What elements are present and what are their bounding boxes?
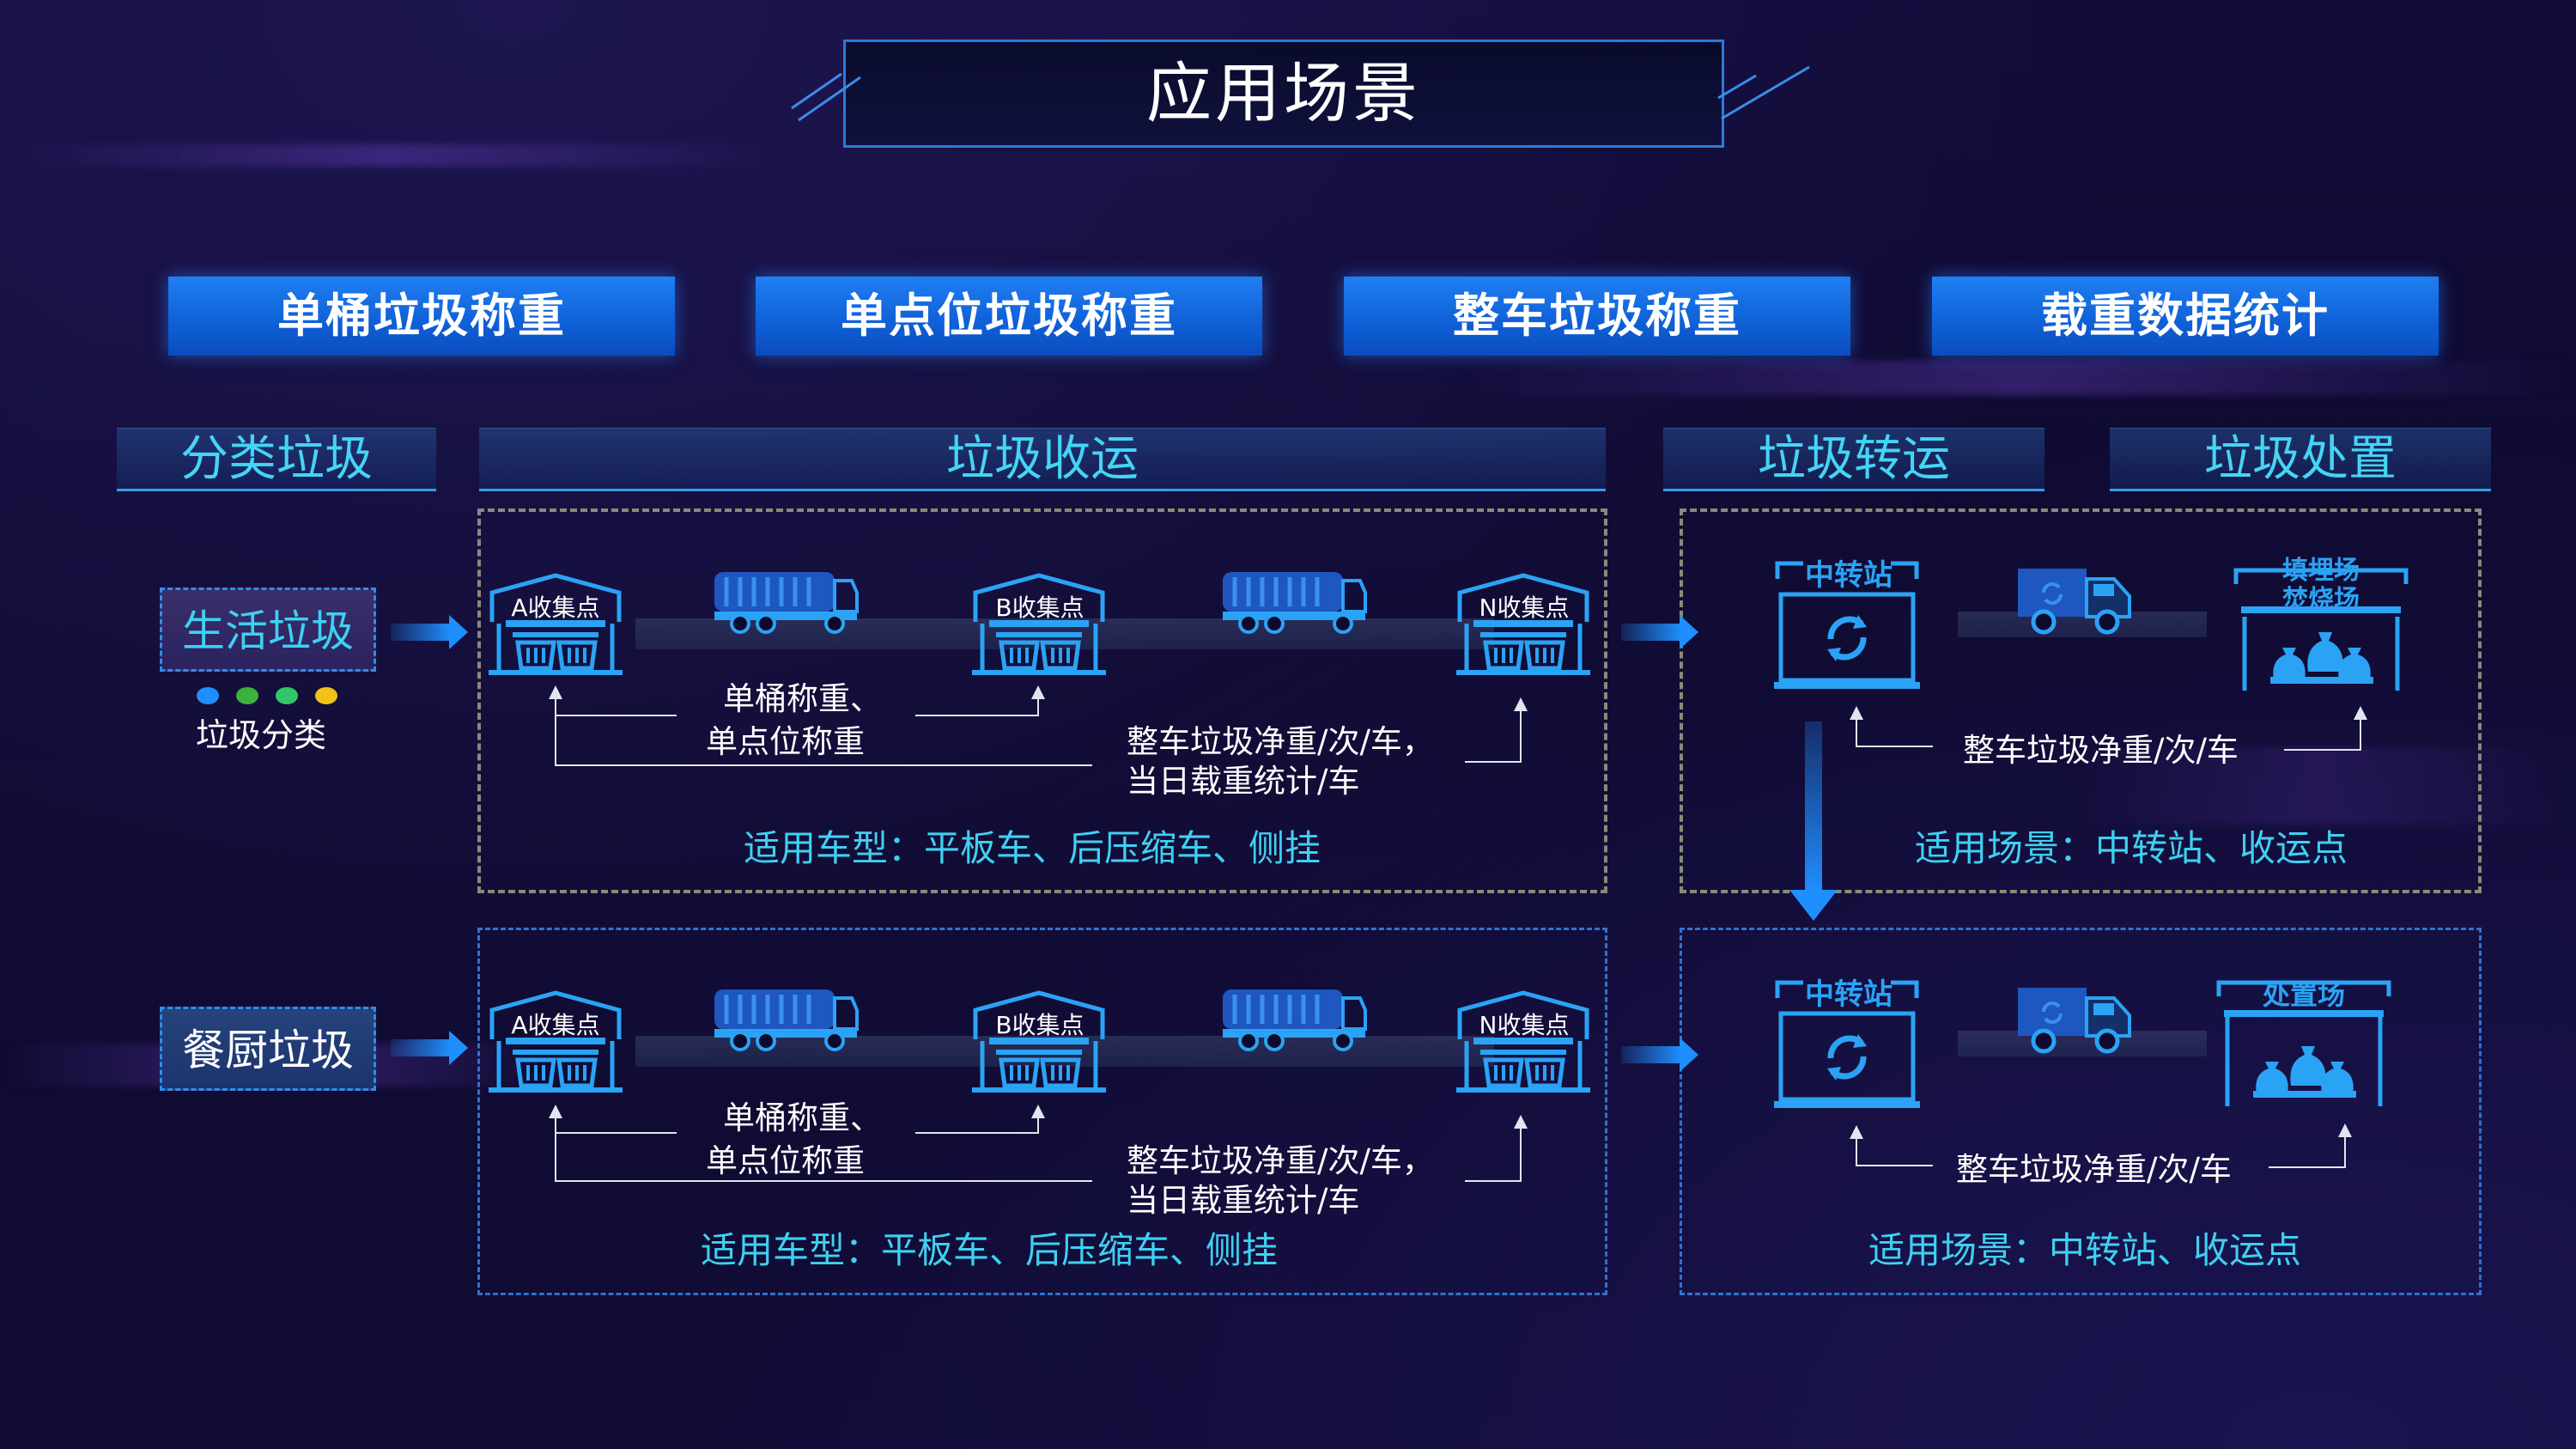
connector-line xyxy=(1465,1180,1522,1182)
section-header-transfer: 垃圾转运 xyxy=(1663,428,2044,491)
connector-line xyxy=(1037,1117,1039,1134)
collection-point-n-label: N收集点 xyxy=(1479,1011,1570,1039)
transfer-note: 整车垃圾净重/次/车 xyxy=(1963,732,2239,769)
collection-point-a-label: A收集点 xyxy=(511,1011,600,1039)
collection-point-b-label: B收集点 xyxy=(995,1011,1084,1039)
garbage-truck-icon xyxy=(714,989,862,1055)
connector-line xyxy=(555,1132,677,1134)
connector-line xyxy=(2344,1135,2346,1168)
dot-green-2 xyxy=(276,687,298,704)
title-deco-right xyxy=(1717,65,1810,120)
transfer-box-household xyxy=(1680,508,2482,893)
connector-arrow xyxy=(1850,706,1863,720)
connector-arrow xyxy=(1031,1105,1045,1118)
section-header-classify: 分类垃圾 xyxy=(117,428,436,491)
arrow-right-icon xyxy=(1621,615,1698,649)
collection-point-b-label: B收集点 xyxy=(995,594,1084,622)
truck-note-1: 整车垃圾净重/次/车， xyxy=(1127,723,1434,760)
connector-line xyxy=(2360,718,2361,751)
category-single-bin-weighing[interactable]: 单桶垃圾称重 xyxy=(168,277,675,356)
garbage-truck-icon xyxy=(1223,989,1370,1055)
label-classify-sub: 垃圾分类 xyxy=(196,716,327,754)
arrow-right-icon xyxy=(391,615,468,649)
bg-streak xyxy=(2061,747,2576,825)
connector-line xyxy=(1520,1127,1522,1182)
connector-arrow xyxy=(549,685,562,699)
connector-line xyxy=(555,697,556,766)
transfer-station-label: 中转站 xyxy=(1805,977,1893,1012)
garbage-truck-icon xyxy=(714,572,862,637)
arrow-right-icon xyxy=(391,1031,468,1065)
weigh-note-2: 单点位称重 xyxy=(706,723,865,760)
incinerator-label: 焚烧场 xyxy=(2282,585,2360,615)
connector-line xyxy=(1856,1137,1857,1166)
connector-arrow xyxy=(1850,1125,1863,1139)
connector-line xyxy=(555,1117,556,1182)
connector-line xyxy=(1856,746,1933,747)
truck-note-1: 整车垃圾净重/次/车， xyxy=(1127,1142,1434,1179)
collection-point-a-label: A收集点 xyxy=(511,594,600,622)
weigh-note-2: 单点位称重 xyxy=(706,1142,865,1179)
disposal-site-icon xyxy=(2216,980,2391,1106)
connector-line xyxy=(915,715,1037,716)
truck-note-2: 当日载重统计/车 xyxy=(1127,763,1360,800)
connector-line xyxy=(1856,718,1857,747)
transfer-note: 整车垃圾净重/次/车 xyxy=(1956,1151,2232,1188)
page-title: 应用场景 xyxy=(1146,55,1421,131)
vehicle-note: 适用车型：平板车、后压缩车、侧挂 xyxy=(701,1229,1279,1271)
category-load-statistics[interactable]: 载重数据统计 xyxy=(1932,277,2439,356)
category-full-truck-weighing[interactable]: 整车垃圾称重 xyxy=(1344,277,1850,356)
connector-line xyxy=(555,764,1092,766)
scene-note: 适用场景：中转站、收运点 xyxy=(1915,827,2348,869)
disposal-site-label: 处置场 xyxy=(2262,978,2345,1011)
connector-line xyxy=(1856,1165,1933,1166)
connector-arrow xyxy=(1031,685,1045,699)
collection-point-n-label: N收集点 xyxy=(1479,594,1570,622)
connector-line xyxy=(2269,1166,2346,1168)
bg-streak xyxy=(0,144,773,167)
dot-green xyxy=(236,687,258,704)
title-deco-left xyxy=(791,72,861,122)
label-household-waste: 生活垃圾 xyxy=(160,588,376,672)
connector-arrow xyxy=(1514,1115,1528,1129)
collect-box-household xyxy=(477,508,1607,893)
dot-blue xyxy=(197,687,219,704)
category-single-point-weighing[interactable]: 单点位垃圾称重 xyxy=(756,277,1262,356)
connector-line xyxy=(1465,761,1522,763)
connector-arrow xyxy=(549,1105,562,1118)
landfill-icon xyxy=(2233,568,2409,691)
transfer-station-label: 中转站 xyxy=(1805,558,1893,593)
section-header-dispose: 垃圾处置 xyxy=(2110,428,2491,491)
weigh-note-1: 单桶称重、 xyxy=(723,1099,882,1136)
van-icon xyxy=(2018,569,2135,637)
weigh-note-1: 单桶称重、 xyxy=(723,680,882,717)
label-kitchen-waste: 餐厨垃圾 xyxy=(160,1007,376,1091)
dot-yellow xyxy=(315,687,337,704)
arrow-right-icon xyxy=(1621,1038,1698,1072)
transfer-box-kitchen xyxy=(1680,928,2482,1295)
connector-line xyxy=(2284,749,2361,751)
truck-note-2: 当日载重统计/车 xyxy=(1127,1182,1360,1219)
collect-box-kitchen xyxy=(477,928,1607,1295)
connector-line xyxy=(1520,709,1522,763)
arrow-down-icon xyxy=(1789,721,1838,921)
garbage-truck-icon xyxy=(1223,572,1370,637)
connector-arrow xyxy=(2354,706,2367,720)
vehicle-note: 适用车型：平板车、后压缩车、侧挂 xyxy=(744,827,1321,869)
connector-line xyxy=(555,1180,1092,1182)
connector-arrow xyxy=(1514,697,1528,711)
connector-line xyxy=(915,1132,1037,1134)
connector-line xyxy=(555,715,677,716)
landfill-label: 填埋场 xyxy=(2282,556,2360,586)
section-header-collect: 垃圾收运 xyxy=(479,428,1606,491)
bg-streak xyxy=(1460,361,2576,395)
van-icon xyxy=(2018,988,2135,1056)
scene-note: 适用场景：中转站、收运点 xyxy=(1868,1229,2302,1271)
connector-arrow xyxy=(2338,1123,2352,1137)
connector-line xyxy=(1037,697,1039,716)
